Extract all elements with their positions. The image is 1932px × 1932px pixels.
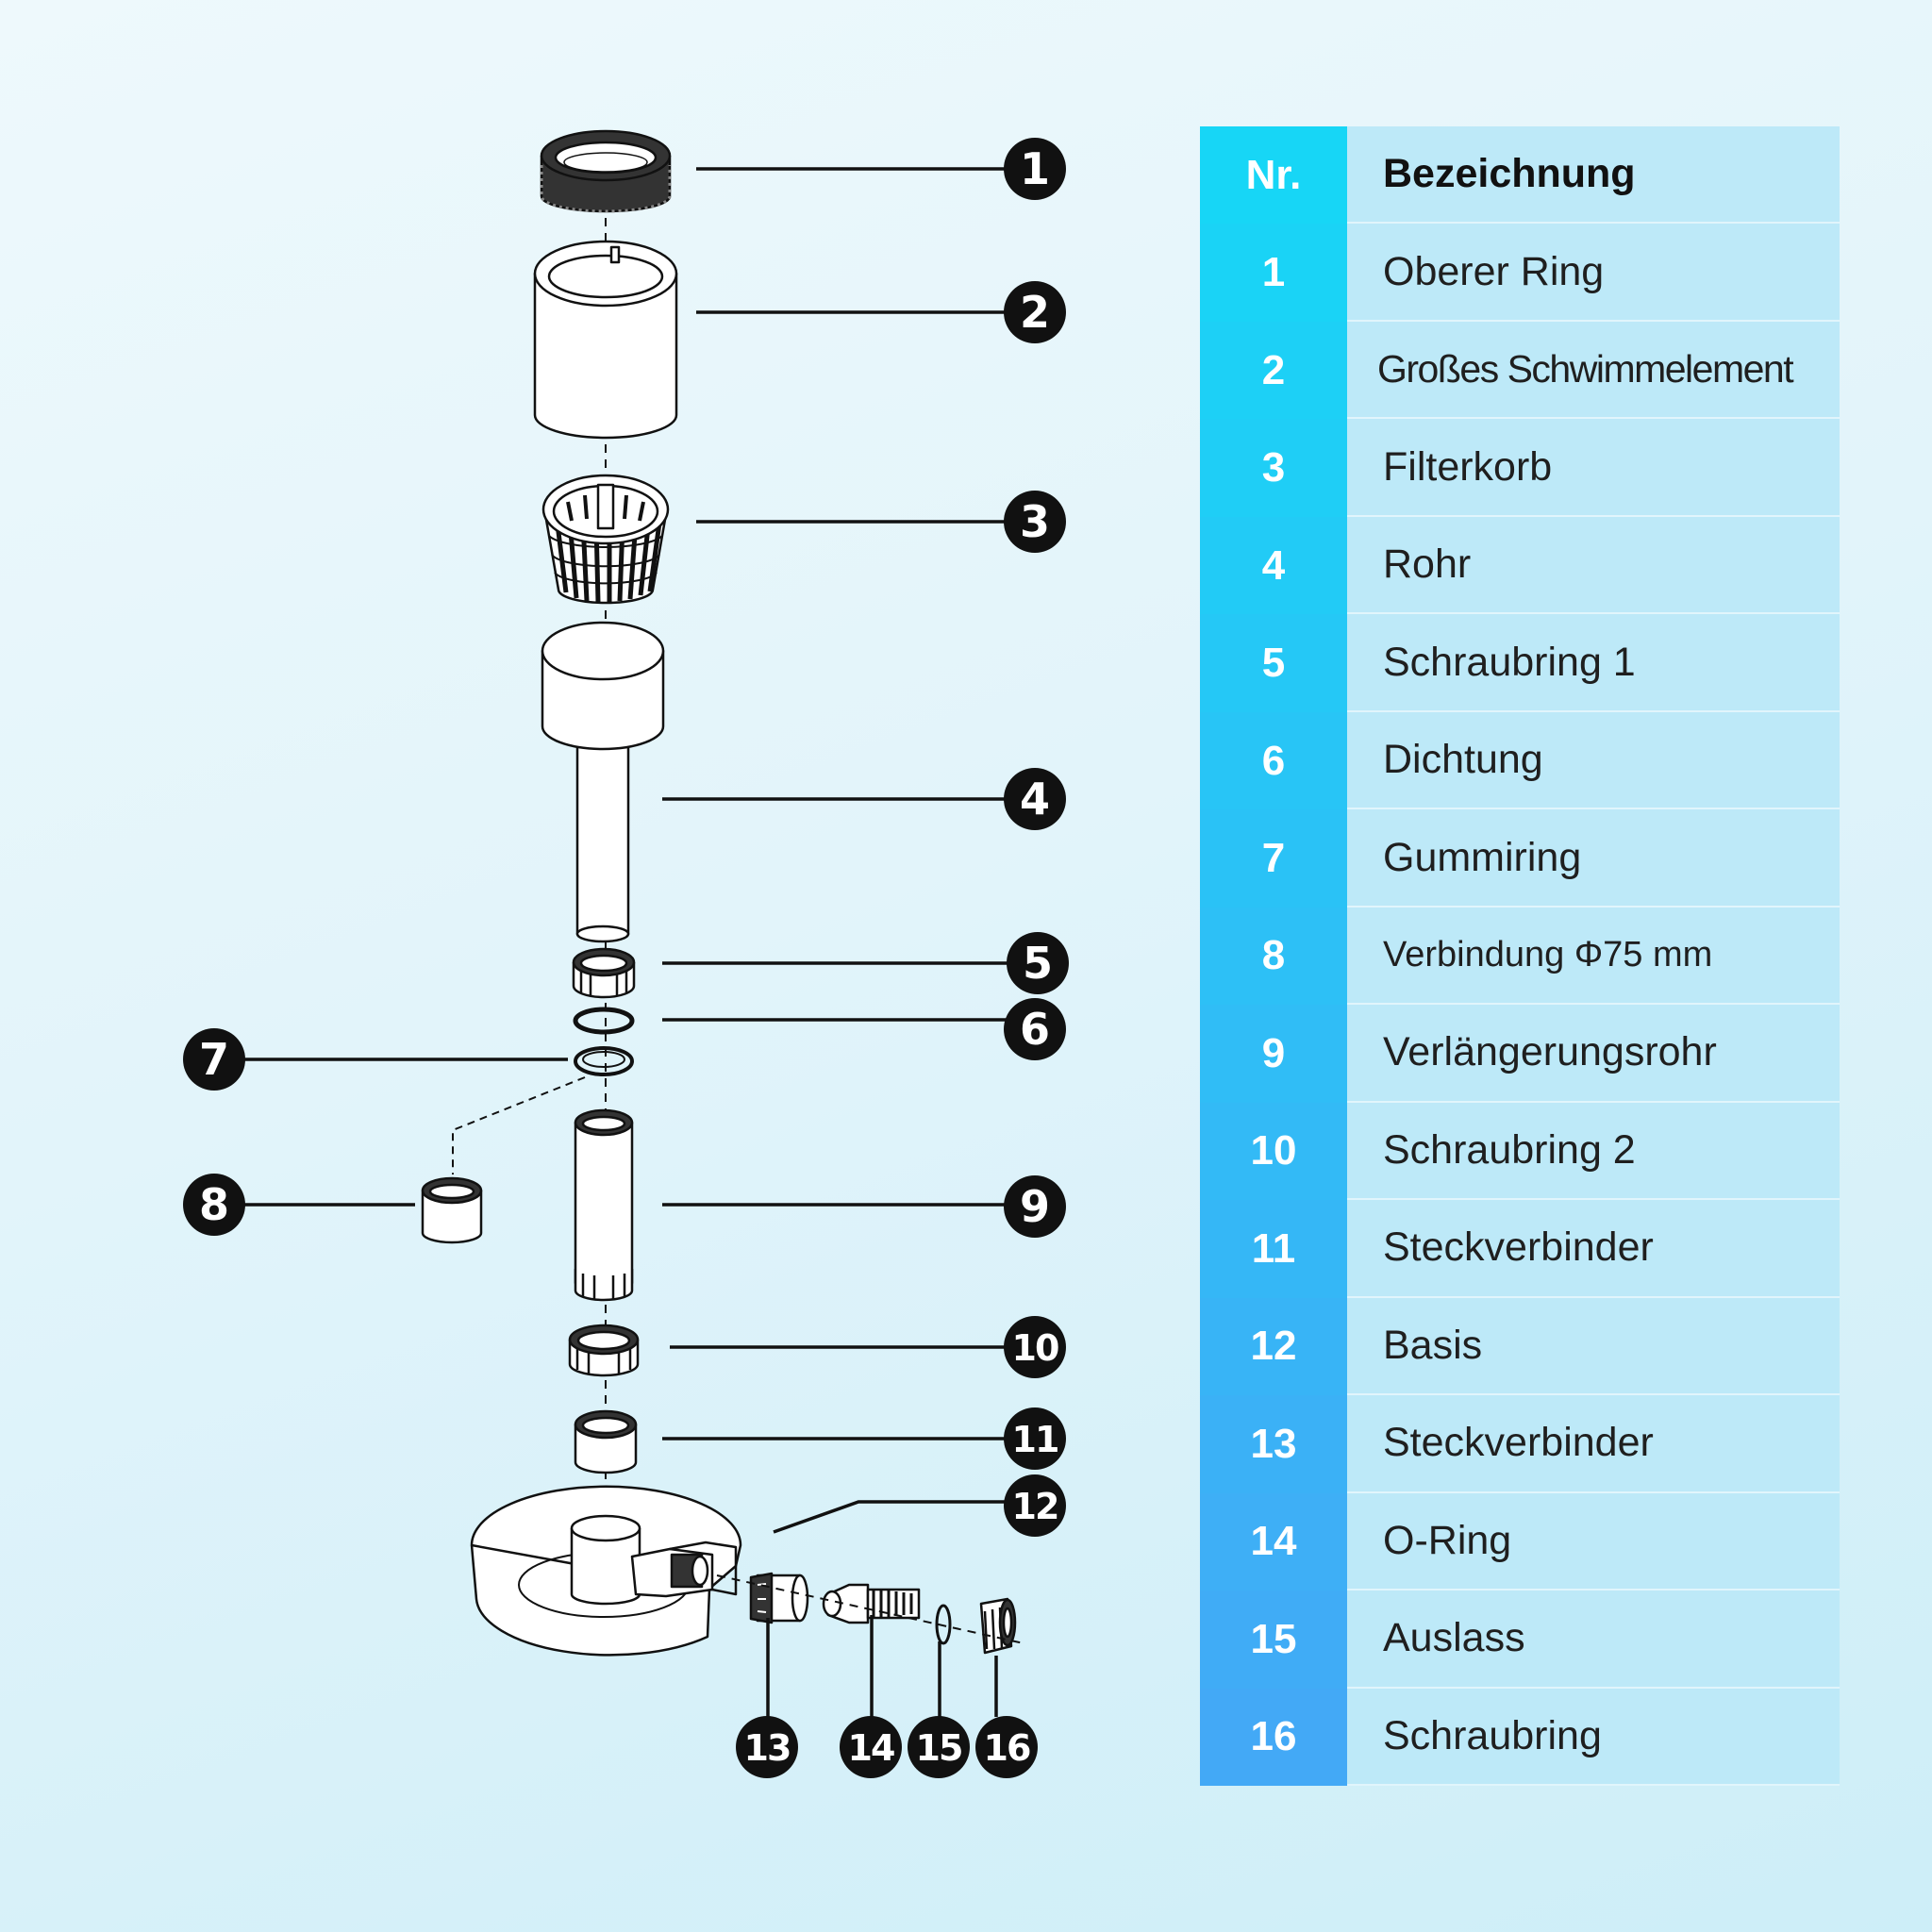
callout-1: 1 [1004,138,1066,200]
part-plug-connector-side [749,1572,809,1624]
table-row-nr: 13 [1200,1395,1347,1493]
outlet-axis [716,1574,1024,1644]
svg-text:6: 6 [1020,1004,1050,1055]
svg-text:13: 13 [744,1727,791,1769]
svg-text:15: 15 [916,1727,962,1769]
svg-text:9: 9 [1020,1181,1050,1232]
part-upper-ring [540,129,672,213]
callout-13: 13 [736,1716,798,1778]
table-row-name: Steckverbinder [1347,1200,1840,1298]
callout-16: 16 [975,1716,1038,1778]
svg-text:1: 1 [1020,143,1050,194]
part-o-ring-stem [822,1583,921,1624]
callout-12: 12 [1004,1474,1066,1537]
callout-7: 7 [183,1028,245,1091]
table-row-nr: 2 [1200,321,1347,420]
connection-dashline [452,1076,586,1174]
part-seal [573,1007,635,1035]
callout-5: 5 [1007,932,1069,994]
leader-lines [238,167,1008,1717]
table-row-nr: 10 [1200,1102,1347,1201]
table-row-name: Schraubring [1347,1688,1840,1786]
table-row-name: Schraubring 1 [1347,614,1840,712]
part-connection-75mm [421,1176,483,1244]
part-screw-ring-small [979,1597,1017,1655]
table-row-name: O-Ring [1347,1492,1840,1591]
table-row-name: Rohr [1347,516,1840,615]
svg-text:10: 10 [1012,1327,1058,1369]
table-row-nr: 3 [1200,419,1347,517]
part-filter-basket [541,474,670,605]
svg-text:5: 5 [1023,938,1053,989]
svg-text:3: 3 [1020,496,1050,547]
svg-text:12: 12 [1012,1486,1058,1527]
svg-text:14: 14 [848,1727,894,1769]
table-row-nr: 14 [1200,1492,1347,1591]
callout-3: 3 [1004,491,1066,553]
table-row-nr: 1 [1200,224,1347,322]
callout-14: 14 [840,1716,902,1778]
table-row-name: Gummiring [1347,809,1840,908]
table-row-nr: 9 [1200,1005,1347,1103]
part-rubber-ring [574,1046,634,1076]
svg-text:8: 8 [199,1179,229,1230]
callout-badges: 1 2 3 4 5 6 7 8 9 10 11 12 13 14 15 [183,138,1069,1778]
parts-table: Nr. Bezeichnung 1 Oberer Ring 2 Großes S… [1200,126,1840,1786]
callout-11: 11 [1004,1407,1066,1470]
callout-2: 2 [1004,281,1066,343]
callout-9: 9 [1004,1175,1066,1238]
table-row-nr: 16 [1200,1688,1347,1786]
table-row-nr: 4 [1200,516,1347,615]
part-base [470,1485,742,1657]
table-row-nr: 11 [1200,1200,1347,1298]
table-row-nr: 6 [1200,711,1347,810]
table-row-name: Auslass [1347,1591,1840,1689]
svg-text:16: 16 [984,1727,1030,1769]
table-row-name: Großes Schwimmelement [1347,321,1840,420]
table-row-name: Filterkorb [1347,419,1840,517]
svg-text:11: 11 [1012,1419,1058,1460]
table-row-name: Steckverbinder [1347,1395,1840,1493]
table-row-name: Oberer Ring [1347,224,1840,322]
svg-text:4: 4 [1020,774,1050,824]
table-row-nr: 7 [1200,809,1347,908]
part-large-float [533,240,678,440]
callout-4: 4 [1004,768,1066,830]
part-screw-ring-2 [568,1324,640,1377]
table-header-nr: Nr. [1200,126,1347,225]
svg-text:2: 2 [1020,287,1050,338]
exploded-view-diagram: 1 2 3 4 5 6 7 8 9 10 11 12 13 14 15 [183,129,1069,1778]
callout-8: 8 [183,1174,245,1236]
part-outlet-ring [935,1604,952,1645]
table-row-name: Dichtung [1347,711,1840,810]
table-row-name: Schraubring 2 [1347,1102,1840,1201]
table-row-nr: 12 [1200,1297,1347,1396]
callout-10: 10 [1004,1316,1066,1378]
callout-15: 15 [908,1716,970,1778]
part-plug-connector [574,1409,638,1474]
callout-6: 6 [1004,998,1066,1060]
table-header-name: Bezeichnung [1347,126,1840,225]
table-row-name: Verbindung Φ75 mm [1347,907,1840,1006]
table-row-nr: 15 [1200,1591,1347,1689]
part-screw-ring-1 [572,947,636,999]
table-row-name: Verlängerungsrohr [1347,1005,1840,1103]
table-row-name: Basis [1347,1297,1840,1396]
table-row-nr: 5 [1200,614,1347,712]
table-row-nr: 8 [1200,907,1347,1006]
part-extension-pipe [574,1108,634,1302]
part-pipe [541,621,665,943]
svg-text:7: 7 [199,1034,229,1085]
